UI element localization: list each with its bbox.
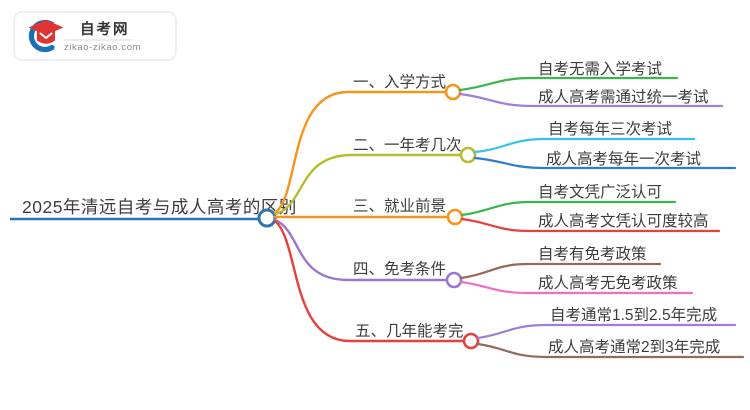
site-url: zikao-zikao.com [64,42,141,53]
branch-label[interactable]: 五、几年能考完 [355,322,464,340]
branch-node-handle[interactable] [462,332,480,350]
subtopic-label[interactable]: 成人高考每年一次考试 [546,150,701,168]
branch-2: 二、一年考几次 自考每年三次考试 成人高考每年一次考试 [274,120,737,216]
branch-node-handle[interactable] [446,208,464,226]
subtopic-label[interactable]: 成人高考通常2到3年完成 [548,338,720,356]
central-node-handle[interactable] [257,208,277,228]
branch-connector [273,218,449,282]
subtopic-label[interactable]: 自考无需入学考试 [538,60,662,78]
subtopic-connector [458,76,679,92]
subtopic-connector [476,342,745,359]
subtopic-label[interactable]: 自考每年三次考试 [548,120,672,138]
branch-1: 一、入学方式 自考无需入学考试 成人高考需通过统一考试 [273,60,724,215]
subtopic-connector [473,156,737,170]
central-topic-group: 2025年清远自考与成人高考的区别 [10,197,297,228]
subtopic-connector [458,92,724,108]
branch-node-handle[interactable] [445,271,463,289]
subtopic-connector [476,323,737,340]
branch-label[interactable]: 四、免考条件 [353,260,446,278]
subtopic-label[interactable]: 自考通常1.5到2.5年完成 [550,306,717,324]
subtopic-label[interactable]: 成人高考文凭认可度较高 [538,212,709,230]
branch-connector [273,90,448,215]
subtopic-connector [473,137,696,154]
subtopic-label[interactable]: 成人高考需通过统一考试 [538,88,709,106]
branch-node-handle[interactable] [459,146,477,164]
subtopic-label[interactable]: 成人高考无免考政策 [538,274,678,292]
branch-4: 四、免考条件 自考有免考政策 成人高考无免考政策 [273,218,694,295]
branch-5: 五、几年能考完 自考通常1.5到2.5年完成 成人高考通常2到3年完成 [273,219,745,359]
cap-smile [39,32,53,39]
graduation-cap-icon [28,19,64,53]
central-topic[interactable]: 2025年清远自考与成人高考的区别 [22,197,297,217]
branch-label[interactable]: 三、就业前景 [353,197,446,215]
subtopic-connector [459,262,662,280]
branch-label[interactable]: 一、入学方式 [353,73,446,91]
branch-label[interactable]: 二、一年考几次 [353,136,462,154]
logo: 自考网 zikao-zikao.com [13,11,177,61]
branch-connector [273,219,466,343]
subtopic-connector [460,217,721,233]
subtopic-connector [459,280,694,295]
subtopic-label[interactable]: 自考文凭广泛认可 [538,183,662,201]
branch-node-handle[interactable] [444,83,462,101]
subtopic-label[interactable]: 自考有免考政策 [538,245,647,263]
branch-3: 三、就业前景 自考文凭广泛认可 成人高考文凭认可度较高 [273,183,721,233]
site-name: 自考网 [80,20,130,38]
subtopic-connector [460,200,677,217]
branch-connector [274,153,463,216]
